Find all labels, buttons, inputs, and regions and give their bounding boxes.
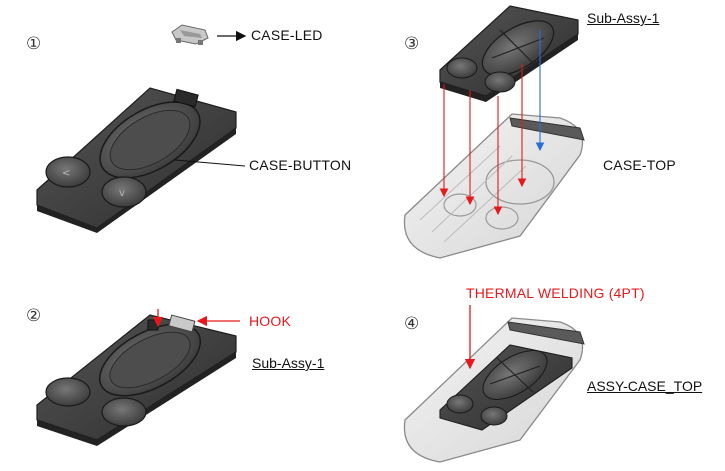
step-number-2: ② [26, 306, 42, 325]
svg-text:<: < [62, 168, 70, 179]
step-number-1: ① [26, 34, 42, 53]
sub-assy-1-label-step2: Sub-Assy-1 [252, 355, 325, 371]
case-button-label: CASE-BUTTON [249, 157, 352, 173]
hook-label: HOOK [249, 313, 292, 329]
step-number-4: ④ [404, 314, 420, 333]
svg-text:v: v [119, 188, 125, 199]
assy-case-top-label: ASSY-CASE_TOP [587, 378, 703, 394]
case-led-part [171, 24, 209, 45]
assembly-arrows [439, 30, 545, 216]
sub-assy-1-label-step3: Sub-Assy-1 [587, 10, 660, 26]
step3-sub-assy-part [439, 5, 579, 102]
step-number-3: ③ [404, 34, 420, 53]
case-button-leader [174, 159, 246, 167]
sub-assy-1-part [36, 314, 237, 446]
assy-case-top-part [403, 317, 585, 463]
case-top-label: CASE-TOP [603, 157, 676, 173]
case-led-label: CASE-LED [251, 27, 323, 43]
case-button-part: < v [36, 87, 237, 233]
thermal-welding-label: THERMAL WELDING (4PT) [466, 285, 645, 301]
case-top-part [403, 113, 585, 259]
